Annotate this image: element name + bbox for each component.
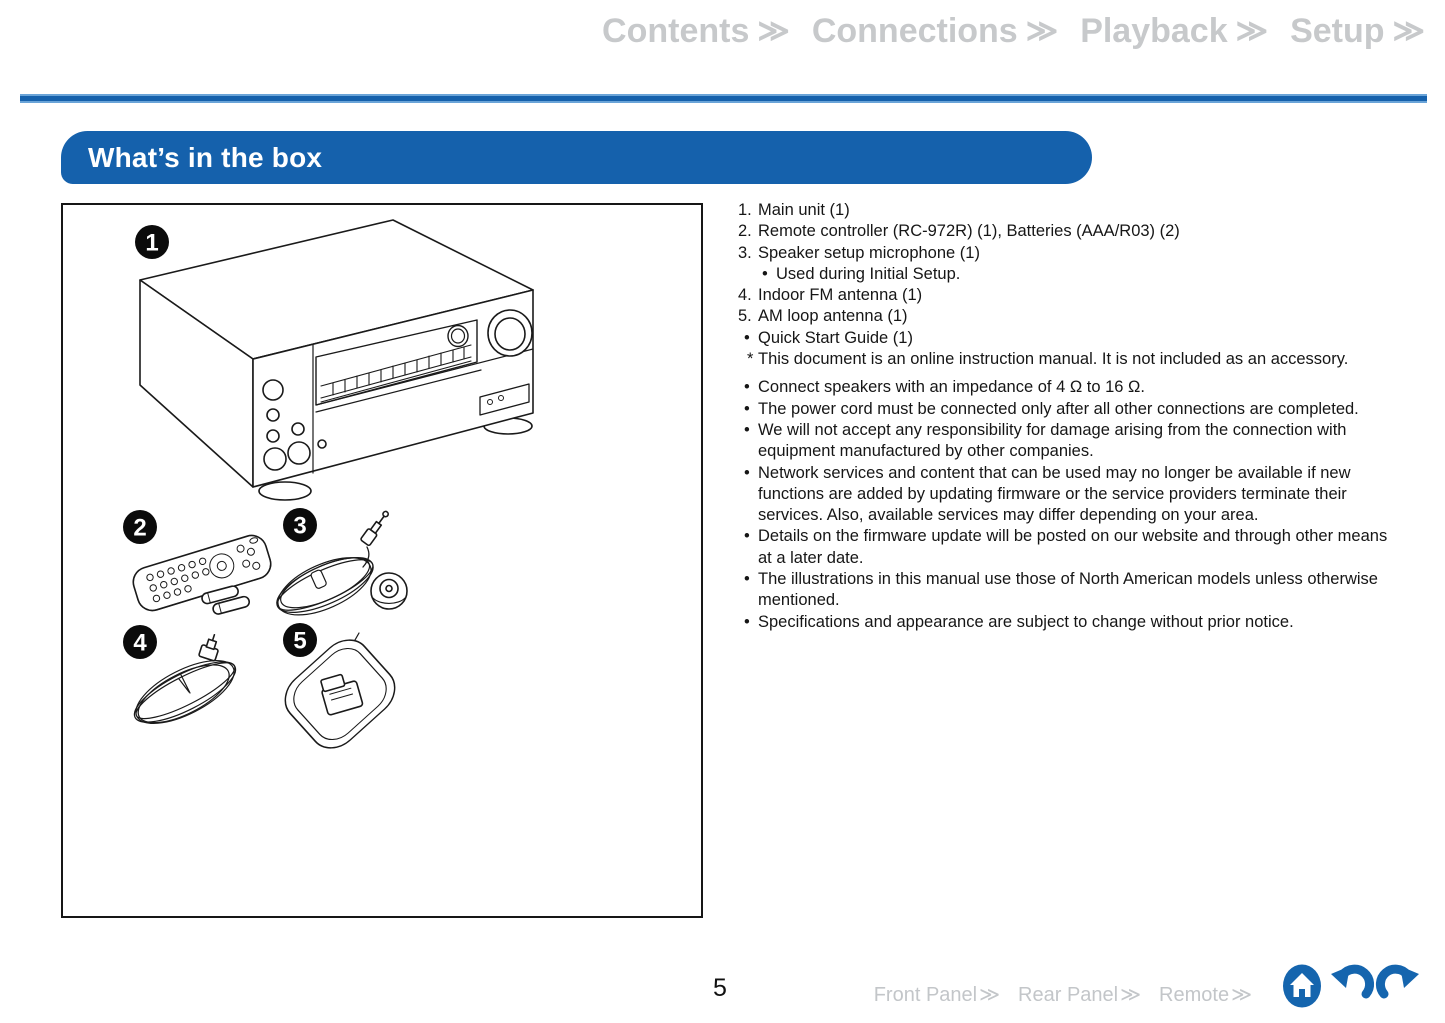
fm-antenna-illustration [133,633,237,724]
chevron-right-icon: ≫ [1235,13,1269,48]
chevron-right-icon: ≫ [1231,984,1252,1006]
section-header: What’s in the box [61,131,1092,184]
badge-3: 3 [293,513,306,540]
list-item: 2.Remote controller (RC-972R) (1), Batte… [738,222,1180,241]
item-badges: 1 2 3 4 5 [123,225,317,659]
chevron-right-icon: ≫ [1392,13,1425,48]
note-item: •The illustrations in this manual use th… [744,570,1378,610]
am-antenna-illustration [284,632,396,749]
chevron-right-icon: ≫ [1120,984,1142,1006]
packing-diagram: 1 2 3 4 5 [61,203,703,918]
nav-contents[interactable]: Contents ≫ [602,12,790,51]
nav-setup[interactable]: Setup ≫ [1290,12,1425,51]
redo-icon[interactable] [1375,964,1419,999]
footer-link-front-panel[interactable]: Front Panel≫ [873,984,1001,1006]
undo-icon[interactable] [1331,964,1375,999]
footer-link-rear-panel[interactable]: Rear Panel≫ [1018,984,1142,1006]
nav-contents-label: Contents [602,12,750,50]
nav-playback-label: Playback [1080,12,1228,50]
list-item: •Quick Start Guide (1) [744,328,913,347]
note-item: •Network services and content that can b… [744,463,1351,525]
list-item: 3.Speaker setup microphone (1) [738,243,980,262]
chevron-right-icon: ≫ [1025,13,1059,48]
note-item: •Details on the firmware update will be … [744,527,1388,567]
packing-diagram-art: 1 2 3 4 5 [123,219,534,749]
badge-2: 2 [133,515,146,542]
footer-icons [1281,960,1423,1012]
nav-setup-label: Setup [1290,12,1385,50]
chevron-right-icon: ≫ [757,13,790,48]
note-item: •Connect speakers with an impedance of 4… [744,378,1145,397]
note-item: •We will not accept any responsibility f… [744,420,1347,461]
list-item: 5.AM loop antenna (1) [738,307,908,326]
note-item: •Specifications and appearance are subje… [744,612,1294,631]
remote-controller-illustration [132,534,272,615]
list-item: 1.Main unit (1) [738,201,850,219]
header-divider [20,94,1427,103]
footer-links: Front Panel≫ Rear Panel≫ Remote≫ [874,982,1252,1007]
main-unit-illustration [139,219,534,501]
list-item: 4.Indoor FM antenna (1) [738,286,923,305]
list-item: *This document is an online instruction … [747,350,1349,369]
batteries-illustration [201,585,251,615]
home-icon[interactable] [1283,964,1321,1008]
setup-microphone-illustration [276,510,408,616]
packing-list-section: 1.Main unit (1) 2.Remote controller (RC-… [738,200,1400,633]
page-number: 5 [713,974,727,1002]
nav-playback[interactable]: Playback ≫ [1080,12,1268,51]
nav-connections-label: Connections [811,12,1018,50]
nav-connections[interactable]: Connections ≫ [812,12,1058,51]
note-item: •The power cord must be connected only a… [744,399,1359,418]
badge-4: 4 [133,630,147,657]
footer-link-remote[interactable]: Remote≫ [1159,984,1252,1006]
badge-5: 5 [293,628,306,655]
badge-1: 1 [145,230,158,257]
notes-section: •Connect speakers with an impedance of 4… [738,377,1400,633]
list-item: •Used during Initial Setup. [762,264,961,283]
top-navigation: Contents ≫ Connections ≫ Playback ≫ Setu… [602,12,1425,51]
page-title: What’s in the box [88,142,323,173]
chevron-right-icon: ≫ [979,984,1001,1006]
